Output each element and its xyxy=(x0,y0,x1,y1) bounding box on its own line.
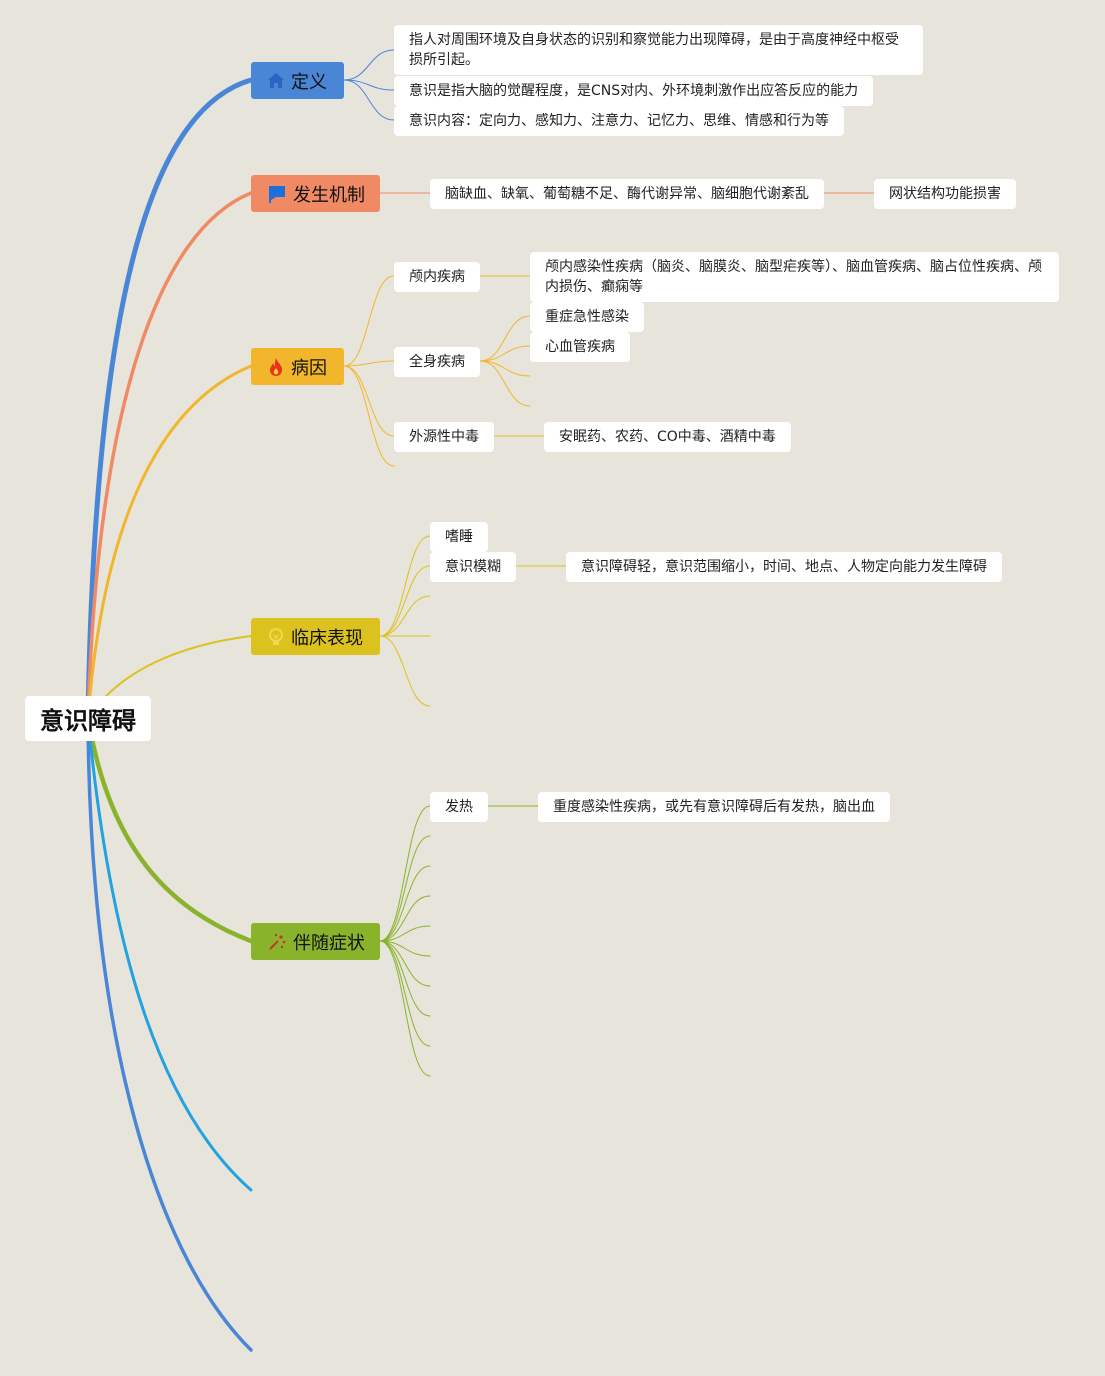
link-systemic-1 xyxy=(479,315,531,362)
link-root-cause xyxy=(86,364,253,720)
fire-icon xyxy=(270,357,283,376)
link-clinical-5 xyxy=(379,635,431,707)
branch-label: 发生机制 xyxy=(293,184,365,206)
root-node[interactable]: 意识障碍 xyxy=(25,696,151,741)
clinical-detail[interactable]: 意识障碍轻，意识范围缩小，时间、地点、人物定向能力发生障碍 xyxy=(566,552,1002,582)
link-systemic-3 xyxy=(479,360,531,377)
link-symptom-2 xyxy=(379,835,431,942)
bulb-icon xyxy=(269,627,283,645)
symptom-fever[interactable]: 发热 xyxy=(430,792,488,822)
definition-item-1[interactable]: 指人对周围环境及自身状态的识别和察觉能力出现障碍，是由于高度神经中枢受损所引起。 xyxy=(394,25,923,75)
link-symptom-8 xyxy=(379,940,431,1017)
branch-label: 病因 xyxy=(291,357,327,379)
branch-cause[interactable]: 病因 xyxy=(251,348,344,385)
link-symptom-9 xyxy=(379,940,431,1047)
cause-systemic[interactable]: 全身疾病 xyxy=(394,347,480,377)
link-root-extra-2 xyxy=(86,716,253,1352)
cause-systemic-item-2[interactable]: 心血管疾病 xyxy=(530,332,630,362)
clinical-item-2[interactable]: 意识模糊 xyxy=(430,552,516,582)
link-systemic-4 xyxy=(479,360,531,407)
mechanism-subitem[interactable]: 网状结构功能损害 xyxy=(874,179,1016,209)
link-root-mechanism xyxy=(86,191,253,720)
definition-item-2[interactable]: 意识是指大脑的觉醒程度，是CNS对内、外环境刺激作出应答反应的能力 xyxy=(394,76,874,106)
cause-toxic-detail[interactable]: 安眠药、农药、CO中毒、酒精中毒 xyxy=(544,422,791,452)
clinical-item-1[interactable]: 嗜睡 xyxy=(430,522,488,552)
definition-item-3[interactable]: 意识内容：定向力、感知力、注意力、记忆力、思维、情感和行为等 xyxy=(394,106,844,136)
symptom-fever-detail[interactable]: 重度感染性疾病，或先有意识障碍后有发热，脑出血 xyxy=(538,792,890,822)
branch-mechanism[interactable]: 发生机制 xyxy=(251,175,380,212)
link-symptom-5 xyxy=(379,925,431,942)
link-cause-1 xyxy=(343,275,395,367)
link-root-extra-1 xyxy=(86,716,253,1192)
cause-systemic-item-1[interactable]: 重症急性感染 xyxy=(530,302,644,332)
cause-intracranial-detail[interactable]: 颅内感染性疾病（脑炎、脑膜炎、脑型疟疾等）、脑血管疾病、脑占位性疾病、颅内损伤、… xyxy=(530,252,1059,302)
branch-definition[interactable]: 定义 xyxy=(251,62,344,99)
link-root-definition xyxy=(85,77,254,721)
link-clinical-2 xyxy=(379,565,431,637)
link-definition-3 xyxy=(343,79,395,121)
link-symptom-6 xyxy=(379,940,431,957)
link-symptom-3 xyxy=(379,865,431,942)
link-systemic-2 xyxy=(479,345,531,362)
branch-label: 临床表现 xyxy=(291,627,363,649)
link-cause-2 xyxy=(343,360,395,367)
link-cause-4 xyxy=(343,365,395,467)
home-icon xyxy=(268,72,284,88)
cause-toxic[interactable]: 外源性中毒 xyxy=(394,422,494,452)
mechanism-item[interactable]: 脑缺血、缺氧、葡萄糖不足、酶代谢异常、脑细胞代谢紊乱 xyxy=(430,179,824,209)
link-root-symptoms xyxy=(85,715,254,944)
flag-icon xyxy=(269,185,285,203)
branch-label: 伴随症状 xyxy=(293,932,365,954)
link-symptom-1 xyxy=(379,805,431,942)
branch-clinical[interactable]: 临床表现 xyxy=(251,618,380,655)
sparkle-icon xyxy=(269,933,286,950)
link-clinical-3 xyxy=(379,595,431,637)
link-cause-3 xyxy=(343,365,395,437)
link-definition-1 xyxy=(343,49,395,81)
link-symptom-10 xyxy=(379,940,431,1077)
branch-symptoms[interactable]: 伴随症状 xyxy=(251,923,380,960)
branch-label: 定义 xyxy=(291,71,327,93)
link-clinical-1 xyxy=(379,535,431,637)
link-symptom-4 xyxy=(379,895,431,942)
cause-intracranial[interactable]: 颅内疾病 xyxy=(394,262,480,292)
link-symptom-7 xyxy=(379,940,431,987)
